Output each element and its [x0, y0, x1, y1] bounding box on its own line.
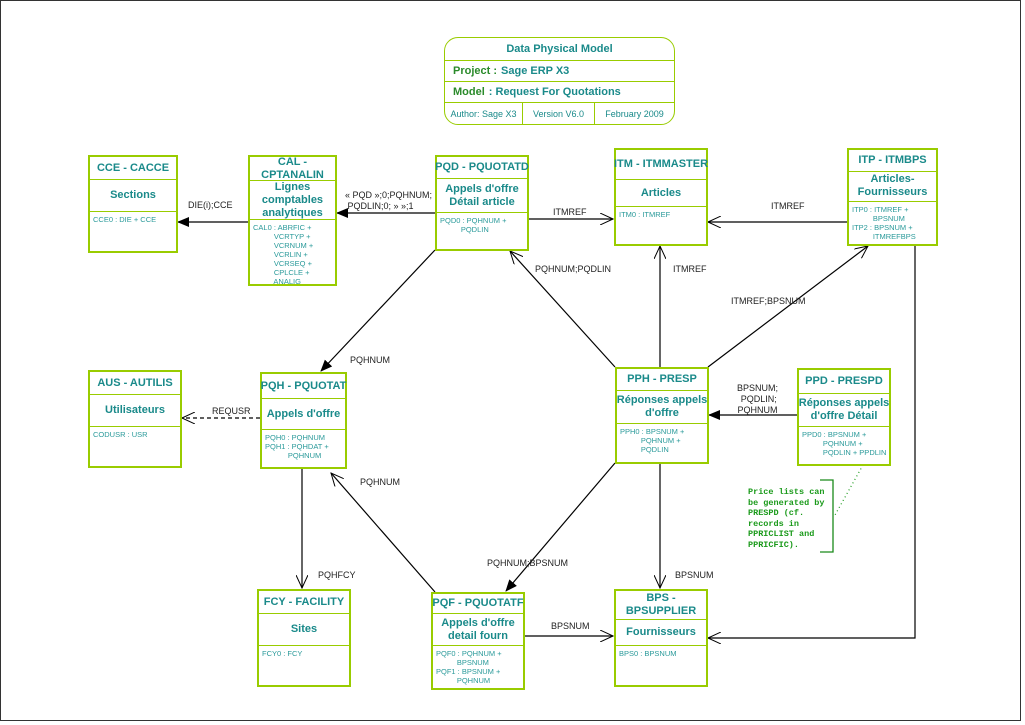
note-connector	[834, 464, 864, 516]
link-pph-pqd	[510, 251, 616, 368]
link-label: PQHNUM	[350, 355, 390, 365]
title-footer: Author: Sage X3 Version V6.0 February 20…	[445, 103, 674, 124]
link-label: ITMREF	[553, 207, 587, 217]
entity-header: ITM - ITMMASTER	[614, 150, 708, 180]
entity-pph[interactable]: PPH - PRESP Réponses appels d'offre PPH0…	[615, 367, 709, 464]
entity-keys: CAL0 : ABRFIC + VCRTYP + VCRNUM + VCRLIN…	[253, 223, 314, 286]
entity-title: Appels d'offre Détail article	[437, 179, 527, 213]
entity-header: CCE - CACCE	[90, 157, 176, 180]
link-label: ITMREF;BPSNUM	[731, 296, 806, 306]
entity-title: Articles- Fournisseurs	[849, 172, 936, 202]
entity-keys: BPS0 : BPSNUM	[619, 649, 677, 658]
entity-fcy[interactable]: FCY - FACILITY Sites FCY0 : FCY	[257, 589, 351, 687]
entity-bps[interactable]: BPS - BPSUPPLIER Fournisseurs BPS0 : BPS…	[614, 589, 708, 687]
entity-keys: PPD0 : BPSNUM + PQHNUM + PQDLIN + PPDLIN	[802, 430, 887, 457]
entity-keys: ITP0 : ITMREF + BPSNUM ITP2 : BPSNUM + I…	[852, 205, 916, 241]
entity-keys: FCY0 : FCY	[262, 649, 303, 658]
entity-itm[interactable]: ITM - ITMMASTER Articles ITM0 : ITMREF	[614, 148, 708, 246]
entity-pqf[interactable]: PQF - PQUOTATF Appels d'offre detail fou…	[431, 592, 525, 690]
entity-header: PPH - PRESP	[617, 369, 707, 391]
link-label: PQHNUM	[360, 477, 400, 487]
link-pph-itp	[707, 246, 868, 368]
entity-header: FCY - FACILITY	[259, 591, 349, 614]
entity-header: BPS - BPSUPPLIER	[616, 591, 706, 620]
link-label: BPSNUM	[551, 621, 590, 631]
price-list-note: Price lists can be generated by PRESPD (…	[748, 487, 825, 550]
link-pqf-pqh	[331, 473, 436, 593]
entity-pqh[interactable]: PQH - PQUOTAT Appels d'offre PQH0 : PQHN…	[260, 372, 347, 469]
entity-itp[interactable]: ITP - ITMBPS Articles- Fournisseurs ITP0…	[847, 148, 938, 246]
entity-title: Utilisateurs	[90, 395, 180, 427]
link-pqd-pqh	[320, 249, 436, 372]
entity-header: AUS - AUTILIS	[90, 372, 180, 395]
entity-keys: PQH0 : PQHNUM PQH1 : PQHDAT + PQHNUM	[265, 433, 329, 460]
date: February 2009	[605, 108, 664, 119]
link-pph-pqf	[505, 462, 616, 592]
entity-title: Lignes comptables analytiques	[250, 181, 335, 220]
entity-title: Sections	[90, 180, 176, 212]
project-row: Project :Sage ERP X3	[445, 61, 674, 82]
entity-keys: CCE0 : DIE + CCE	[93, 215, 157, 224]
entity-keys: PQF0 : PQHNUM + BPSNUM PQF1 : BPSNUM + P…	[436, 649, 502, 685]
link-label: REQUSR	[212, 406, 251, 416]
entity-title: Sites	[259, 614, 349, 646]
entity-keys: ITM0 : ITMREF	[619, 210, 671, 219]
entity-title: Appels d'offre detail fourn	[433, 614, 523, 646]
entity-header: PQH - PQUOTAT	[261, 374, 346, 399]
note-bracket	[820, 479, 834, 553]
link-label: PQHFCY	[318, 570, 356, 580]
link-label: BPSNUM	[675, 570, 714, 580]
entity-title: Réponses appels d'offre Détail	[799, 394, 889, 427]
entity-cal[interactable]: CAL - CPTANALIN Lignes comptables analyt…	[248, 155, 337, 286]
entity-cce[interactable]: CCE - CACCE Sections CCE0 : DIE + CCE	[88, 155, 178, 253]
entity-keys: PPH0 : BPSNUM + PQHNUM + PQDLIN	[620, 427, 685, 454]
entity-keys: PQD0 : PQHNUM + PQDLIN	[440, 216, 507, 234]
model-value: : Request For Quotations	[488, 86, 621, 98]
link-label: « PQD »;0;PQHNUM; PQDLIN;0; » »;1	[345, 190, 433, 211]
entity-ppd[interactable]: PPD - PRESPD Réponses appels d'offre Dét…	[797, 368, 891, 466]
entity-header: CAL - CPTANALIN	[250, 156, 335, 181]
project-label: Project :	[453, 65, 498, 77]
entity-header: PQF - PQUOTATF	[432, 594, 524, 615]
link-label: BPSNUM; PQDLIN; PQHNUM	[737, 383, 779, 415]
link-itp-bps	[708, 245, 916, 638]
entity-keys: CODUSR : USR	[93, 430, 148, 439]
entity-header: PPD - PRESPD	[799, 370, 889, 394]
entity-title: Fournisseurs	[616, 620, 706, 646]
diagram-title: Data Physical Model	[445, 38, 674, 61]
author: Author: Sage X3	[445, 103, 523, 124]
entity-pqd[interactable]: PQD - PQUOTATD Appels d'offre Détail art…	[435, 155, 529, 251]
entity-header: PQD - PQUOTATD	[435, 157, 529, 179]
model-label: Model	[453, 86, 485, 98]
link-label: PQHNUM;BPSNUM	[487, 558, 569, 568]
entity-title: Appels d'offre	[262, 399, 345, 430]
entity-title: Articles	[616, 180, 706, 207]
title-block: Data Physical Model Project :Sage ERP X3…	[444, 37, 675, 125]
link-label: ITMREF	[771, 201, 805, 211]
entity-aus[interactable]: AUS - AUTILIS Utilisateurs CODUSR : USR	[88, 370, 182, 468]
link-label: DIE(i);CCE	[188, 200, 233, 210]
entity-header: ITP - ITMBPS	[849, 150, 936, 172]
link-label: ITMREF	[673, 264, 707, 274]
version: Version V6.0	[523, 103, 595, 124]
project-value: Sage ERP X3	[501, 65, 570, 77]
link-label: PQHNUM;PQDLIN	[535, 264, 612, 274]
model-row: Model: Request For Quotations	[445, 82, 674, 103]
entity-title: Réponses appels d'offre	[617, 391, 707, 424]
